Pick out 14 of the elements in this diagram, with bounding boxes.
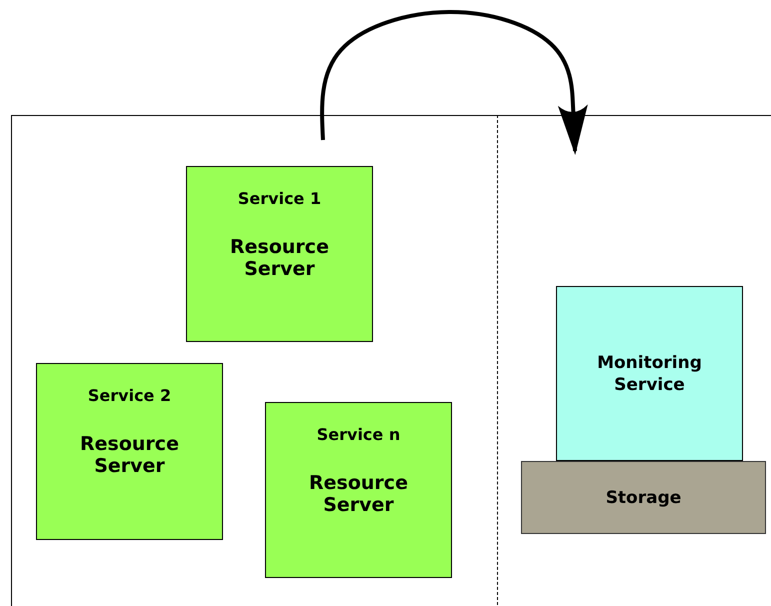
service-label: Storage: [604, 486, 682, 508]
service-box: [521, 461, 766, 534]
service-title: Service 1: [236, 188, 322, 210]
service-box: [556, 286, 743, 461]
service-label: Resource Server: [308, 472, 409, 516]
service-label: Monitoring Service: [596, 352, 703, 396]
service-box: [265, 402, 452, 578]
service-title: Service 2: [86, 385, 172, 407]
service-box: [186, 166, 373, 342]
service-title: Service n: [316, 424, 402, 446]
region-panel: [11, 115, 498, 606]
service-label: Resource Server: [79, 433, 180, 477]
service-label: Resource Server: [229, 236, 330, 280]
service-box: [36, 363, 223, 540]
